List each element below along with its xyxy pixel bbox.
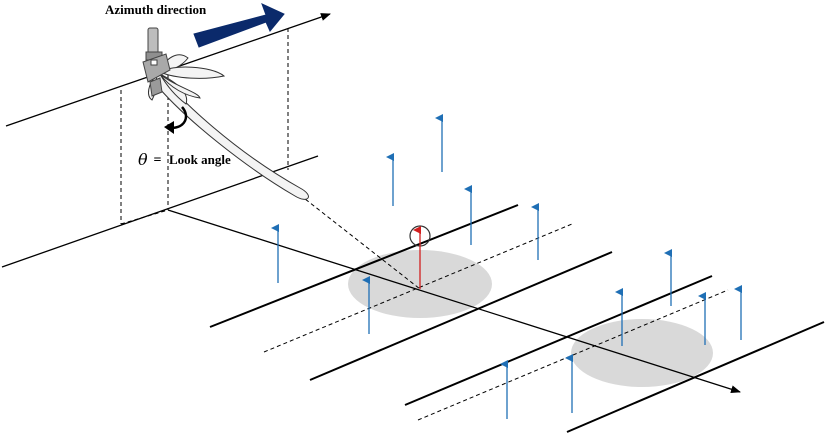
- look-direction-line: [299, 194, 421, 290]
- range-line-far-2: [417, 289, 729, 421]
- range-line-near-3: [309, 251, 613, 381]
- azimuth-direction-label: Azimuth direction: [105, 2, 207, 17]
- ground-projection-short: [120, 209, 169, 225]
- main-beam-lobe: [153, 70, 309, 200]
- range-line-near-1: [209, 204, 519, 328]
- range-line-far-1: [404, 275, 713, 406]
- satellite-antenna-icon: [142, 27, 171, 97]
- curved-arrow-icon: [164, 106, 188, 134]
- footprint-far: [571, 319, 713, 387]
- thick-right-arrow-icon: [193, 3, 285, 48]
- blue-scatterers: [271, 114, 742, 419]
- equals-sign: =: [150, 153, 165, 168]
- theta-symbol: θ: [138, 150, 148, 169]
- look-angle-text: Look angle: [169, 152, 231, 167]
- range-direction-line: [167, 209, 741, 394]
- red-scatterer: [409, 225, 431, 289]
- look-angle-label: θ = Look angle: [138, 150, 231, 169]
- side-lobe-2: [158, 66, 226, 79]
- range-line-far-3: [566, 321, 825, 433]
- side-lobe-4: [159, 73, 201, 99]
